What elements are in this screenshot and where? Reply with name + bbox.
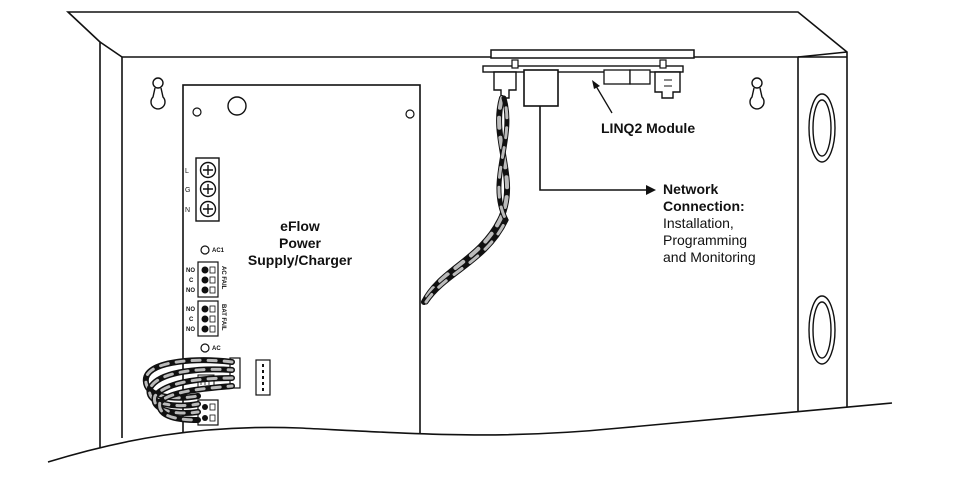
bottom-terminals — [197, 399, 219, 426]
network-connection-label: Network Connection: Installation, Progra… — [663, 181, 756, 265]
ac-fail-relay-terminals: NO C NO AC FAIL — [186, 261, 226, 298]
ac-fail-c: C — [189, 278, 194, 284]
cutaway-edge-line — [47, 402, 893, 463]
bat-fail-no-bottom: NO — [186, 327, 195, 333]
knockout-bottom — [808, 295, 836, 365]
keyhole-slot-right — [749, 77, 765, 110]
network-label-line-5: and Monitoring — [663, 249, 756, 265]
network-label-line-3: Installation, — [663, 215, 734, 231]
power-supply-board — [182, 84, 421, 456]
bat-fail-no-top: NO — [186, 307, 195, 313]
network-label-line-2: Connection: — [663, 198, 745, 214]
ac-fail-label: AC FAIL — [220, 266, 226, 290]
ribbon-connector — [229, 357, 271, 396]
terminal-label-n: N — [185, 207, 190, 214]
ac-fail-no-top: NO — [186, 268, 195, 274]
terminal-label-l: L — [185, 168, 189, 175]
network-cable-twisted — [421, 95, 511, 305]
ac1-label: AC1 — [212, 248, 225, 254]
terminal-label-g: G — [185, 187, 190, 194]
linq2-module-label: LINQ2 Module — [601, 120, 695, 136]
ac-led: AC — [200, 343, 221, 353]
network-label-line-1: Network — [663, 181, 718, 197]
network-connection-arrow — [539, 106, 656, 195]
wire-bundle-left — [142, 357, 235, 423]
ac-fail-no-bottom: NO — [186, 288, 195, 294]
keyhole-slot-left — [150, 77, 166, 110]
network-label-line-4: Programming — [663, 232, 747, 248]
knockout-top — [808, 93, 836, 163]
power-supply-label-line-2: Power — [279, 235, 322, 251]
bat-fail-relay-terminals: NO C NO BAT FAIL — [186, 300, 226, 337]
module-leader-arrow — [592, 80, 613, 114]
bat-fail-label: BAT FAIL — [220, 304, 226, 331]
ac1-led: AC1 — [200, 245, 225, 255]
cutaway-edge — [0, 403, 968, 482]
enclosure-cabinet — [65, 11, 848, 462]
ac-input-terminal-block: L G N — [185, 157, 220, 222]
linq2-module — [482, 49, 695, 107]
power-supply-label: eFlow Power Supply/Charger — [248, 218, 353, 268]
power-supply-label-line-1: eFlow — [280, 218, 320, 234]
power-supply-label-line-3: Supply/Charger — [248, 252, 353, 268]
ac-label: AC — [212, 346, 221, 352]
bat-fail-c: C — [189, 317, 194, 323]
